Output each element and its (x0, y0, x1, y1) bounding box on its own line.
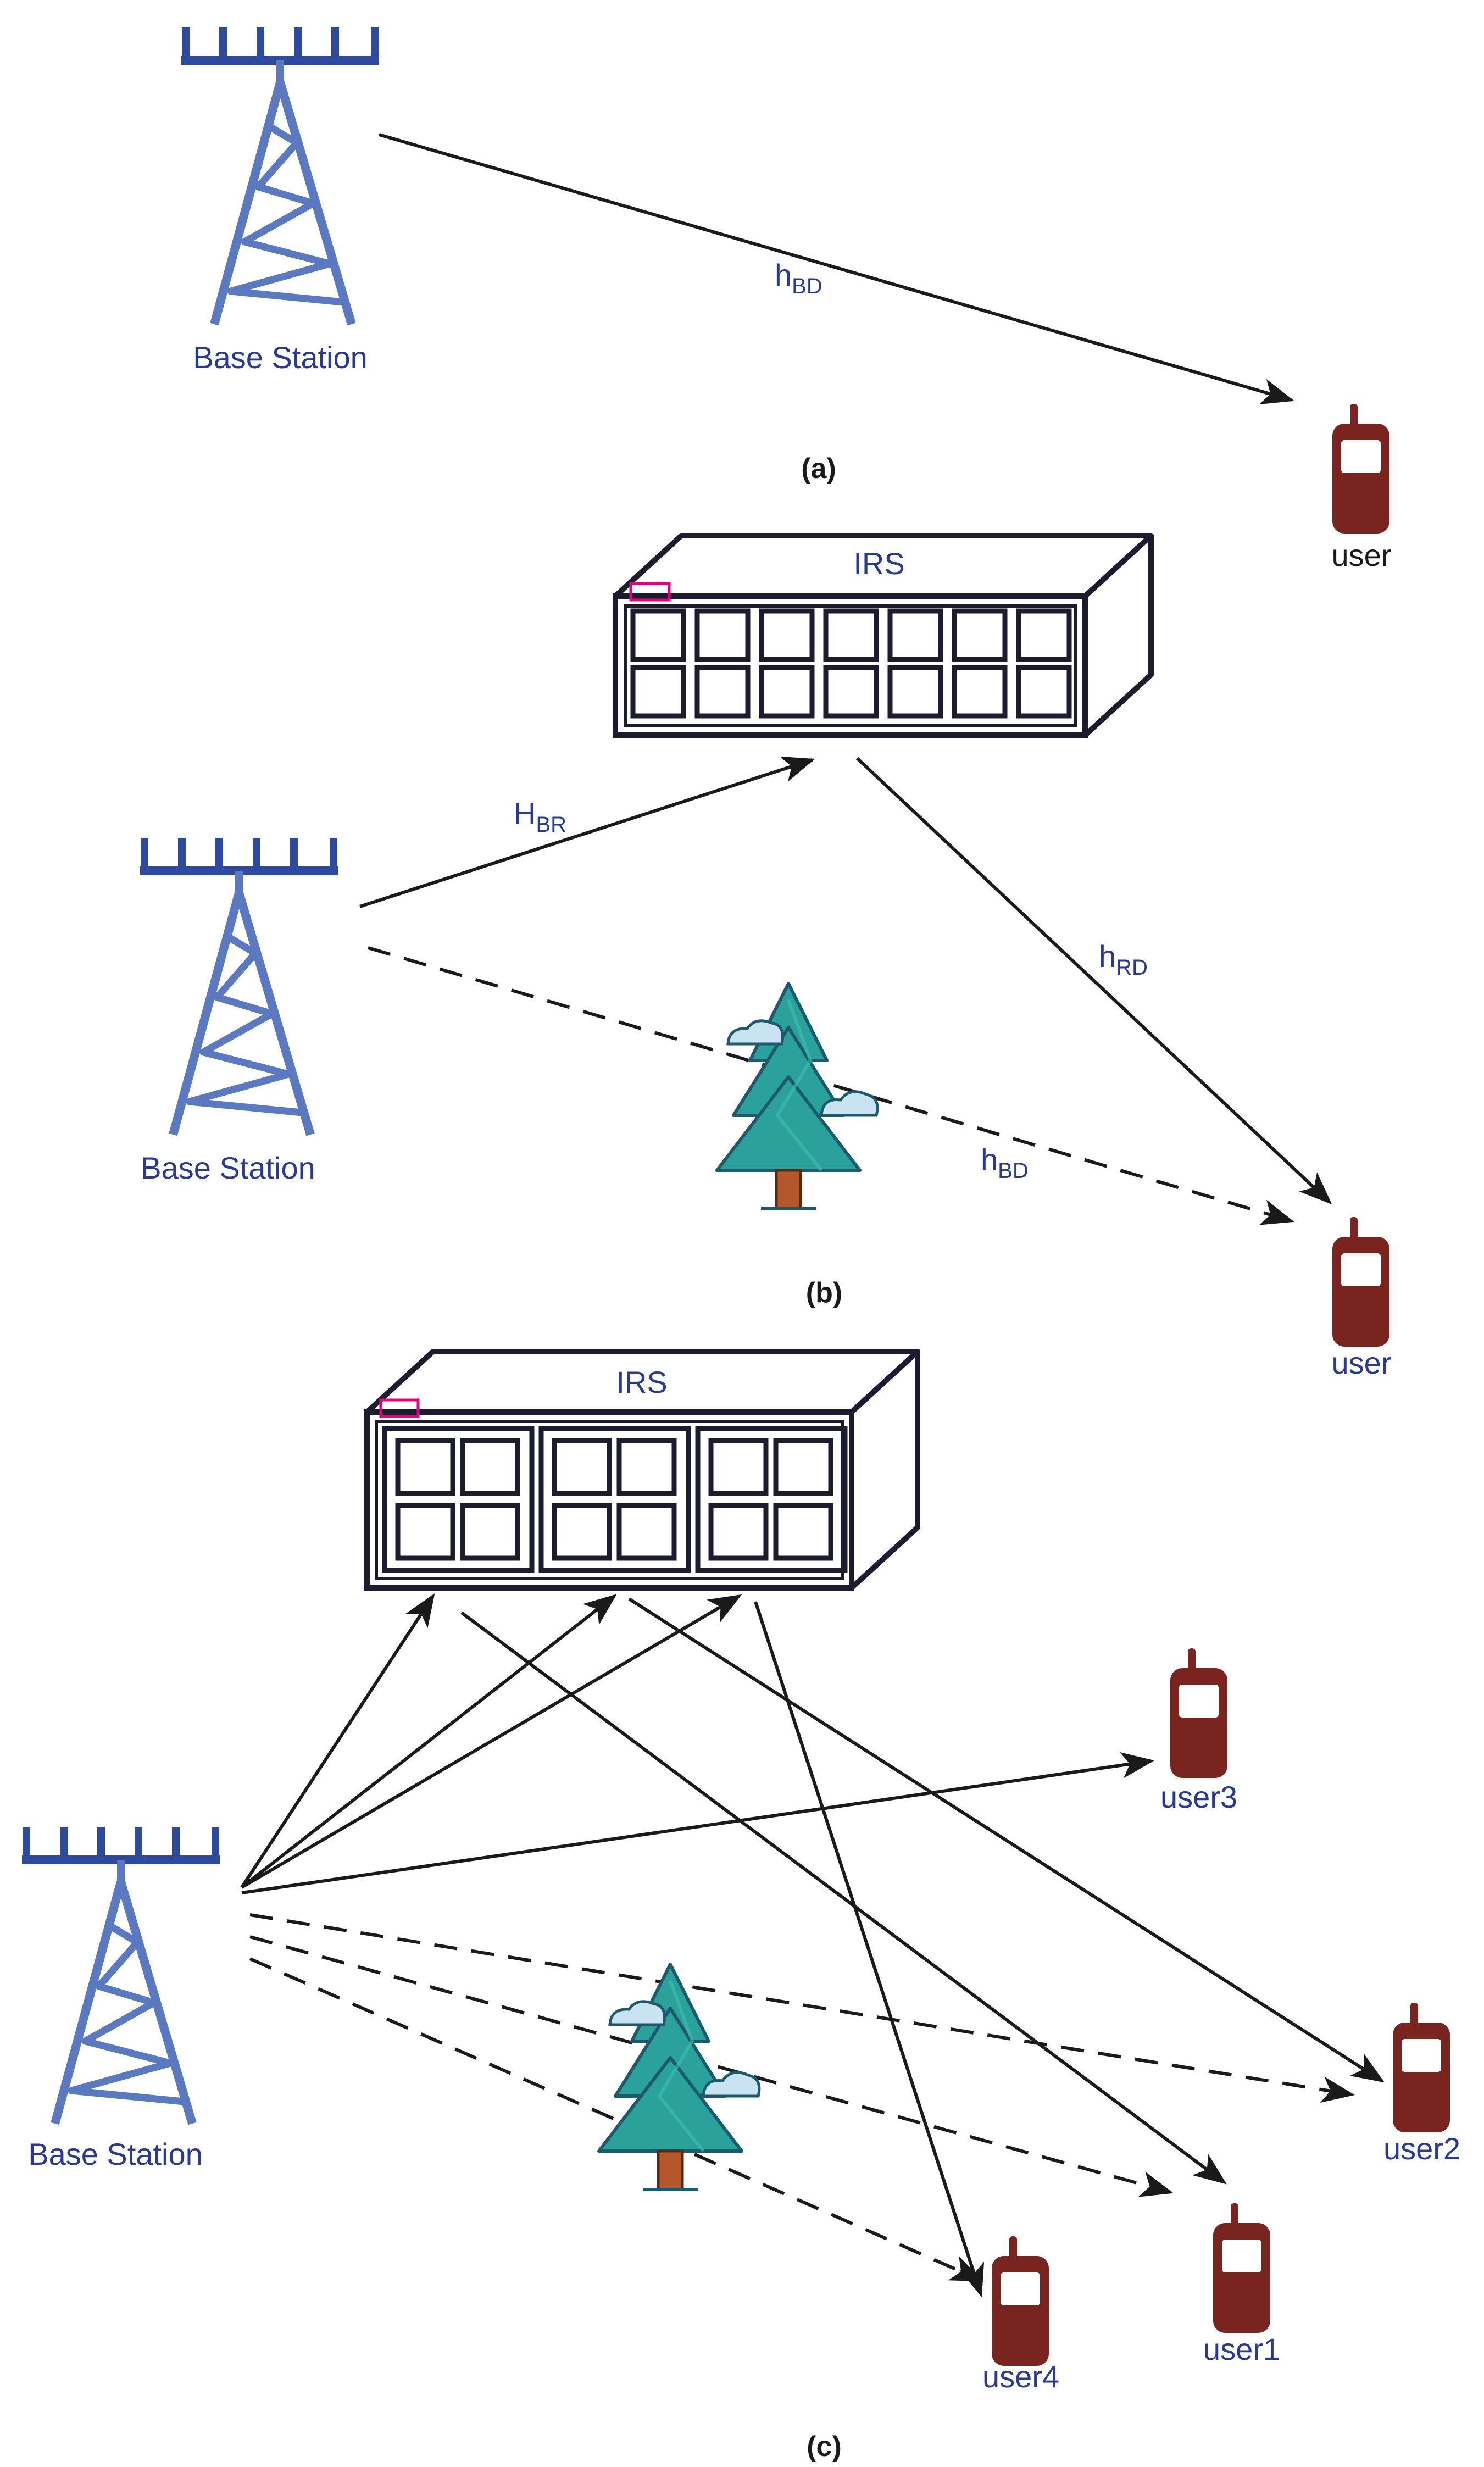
irs-element (759, 665, 815, 719)
irs-element (708, 1503, 769, 1561)
user-label: user (1332, 538, 1392, 573)
channel-hbr-label: HBR (514, 796, 566, 837)
user-phone-icon (1332, 1217, 1389, 1347)
irs-element (823, 608, 879, 662)
user1-label: user1 (1203, 2332, 1280, 2366)
bs-to-irs-arrow-2 (241, 1594, 617, 1889)
direct-link-arrow (379, 133, 1294, 404)
base-station-label: Base Station (141, 1151, 315, 1185)
blocked-link-user4 (249, 1957, 984, 2282)
irs-sub-array (538, 1426, 691, 1573)
irs-element (460, 1438, 520, 1496)
user4-label: user4 (982, 2359, 1059, 2394)
irs-element (552, 1503, 612, 1561)
irs-element-marker (379, 1398, 420, 1418)
base-station-tower-icon (181, 27, 379, 324)
irs-element (630, 665, 686, 719)
irs-element (708, 1438, 769, 1496)
irs-panel (364, 1349, 920, 1591)
user3-phone-icon (1170, 1648, 1227, 1778)
irs-label: IRS (616, 1365, 667, 1399)
user2-label: user2 (1383, 2131, 1460, 2166)
user2-phone-icon (1393, 2003, 1450, 2132)
irs-element (395, 1438, 455, 1496)
irs-element (952, 608, 1008, 662)
irs-element (952, 665, 1008, 719)
channel-hrd-label: hRD (1099, 939, 1148, 980)
obstacle-tree-icon (599, 1964, 759, 2190)
irs-element (616, 1503, 677, 1561)
bs-to-irs-arrow-3 (241, 1594, 742, 1889)
irs-element (630, 608, 686, 662)
irs-element (460, 1503, 520, 1561)
caption-a: (a) (801, 453, 836, 485)
bs-to-irs-arrow-1 (240, 1593, 435, 1888)
caption-c: (c) (807, 2431, 842, 2463)
user-label: user (1332, 1346, 1392, 1380)
irs-to-user-arrow (855, 757, 1332, 1205)
bs-to-irs-arrow (359, 756, 815, 908)
blocked-link-user2 (249, 1913, 1355, 2103)
irs-to-user2-arrow (628, 1597, 1385, 2083)
channel-hbd-label: hBD (981, 1142, 1029, 1183)
panel-c: IRS Base Station user3 user2 user1 user4… (22, 1349, 1460, 2463)
base-station-tower-icon (22, 1827, 220, 2124)
irs-element (823, 665, 879, 719)
irs-element (1016, 665, 1072, 719)
irs-element (887, 665, 943, 719)
irs-element-marker (629, 582, 671, 602)
base-station-tower-icon (140, 838, 338, 1135)
bs-to-user3-arrow (241, 1752, 1154, 1894)
irs-element (694, 608, 751, 662)
irs-label: IRS (853, 546, 904, 581)
irs-element (694, 665, 751, 719)
irs-element (1016, 608, 1072, 662)
irs-element (887, 608, 943, 662)
irs-element (773, 1503, 833, 1561)
user1-phone-icon (1213, 2203, 1270, 2333)
irs-to-user1-arrow (460, 1611, 1227, 2185)
irs-element (773, 1438, 833, 1496)
obstacle-tree-icon (717, 984, 877, 1209)
blocked-direct-link-arrow (368, 946, 1294, 1225)
irs-sub-array (382, 1426, 535, 1573)
irs-panel (613, 533, 1154, 738)
irs-element (395, 1503, 455, 1561)
user4-phone-icon (992, 2236, 1049, 2366)
base-station-label: Base Station (28, 2137, 203, 2171)
user-phone-icon (1332, 404, 1389, 534)
irs-to-user4-arrow (754, 1601, 985, 2297)
irs-element (616, 1438, 677, 1496)
base-station-label: Base Station (193, 340, 368, 375)
irs-element (759, 608, 815, 662)
panel-b: IRS Base Station HBR hRD hBD user (b) (140, 533, 1392, 1380)
irs-element (552, 1438, 612, 1496)
panel-a: Base Station hBD user (a) (181, 27, 1391, 573)
irs-sub-array (695, 1426, 848, 1573)
caption-b: (b) (806, 1277, 842, 1309)
channel-hbd-label: hBD (775, 258, 822, 298)
user3-label: user3 (1160, 1780, 1237, 1814)
blocked-link-user1 (249, 1935, 1174, 2197)
